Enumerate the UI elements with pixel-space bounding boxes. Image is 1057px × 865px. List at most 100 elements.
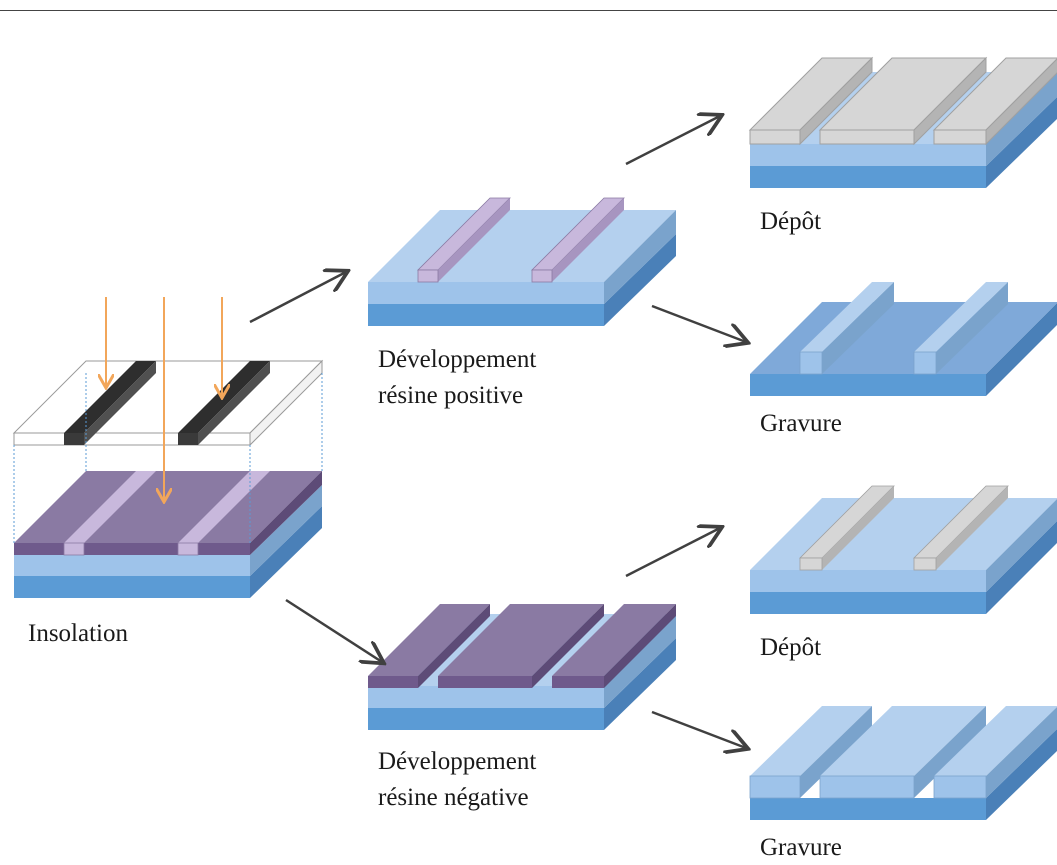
resist-block-2-front [438, 676, 532, 688]
exposed-line-1-front [63, 542, 85, 556]
block-1-top [750, 706, 872, 776]
film-front [368, 282, 604, 304]
uv-light-rays [106, 297, 222, 500]
ridge-1-front [799, 351, 823, 375]
arrow-insolation-to-positive [249, 272, 346, 324]
arrow-negative-to-gravure [651, 710, 746, 748]
film-front [14, 555, 250, 576]
depot-top-stack [748, 56, 1057, 188]
label-gravure-bottom: Gravure [760, 834, 842, 861]
ridge-2-side [936, 282, 1008, 374]
exposed-line-1-top [64, 471, 156, 543]
label-dev-positive-line2: résine positive [378, 382, 524, 409]
metal-block-1-front [749, 129, 801, 145]
depot-bottom-stack [750, 485, 1057, 614]
arrow-positive-to-depot [625, 116, 720, 166]
flow-arrows [249, 116, 746, 748]
label-insolation: Insolation [28, 620, 128, 647]
top-rule [0, 10, 1057, 11]
label-dev-negative-line2: résine négative [378, 784, 529, 811]
substrate-side [604, 638, 676, 730]
substrate-front [368, 304, 604, 326]
insolation-stack [14, 471, 322, 598]
block-2-front [819, 775, 915, 799]
metal-block-1-side [799, 56, 873, 146]
label-depot-bottom: Dépôt [760, 634, 822, 661]
arrow-insolation-to-negative [285, 598, 382, 662]
mask-bar-1-side [84, 361, 156, 445]
ridge-2-front [913, 351, 937, 375]
resist-block-1-side [418, 604, 490, 688]
resist-side [250, 471, 322, 555]
resist-block-1-front [368, 676, 418, 688]
metal-block-3-side [985, 58, 1057, 146]
film-front [750, 570, 986, 592]
film-side [986, 499, 1057, 592]
film-front [750, 144, 986, 166]
substrate-front [750, 374, 986, 396]
arrow-negative-to-depot [625, 528, 720, 578]
substrate-side [986, 303, 1057, 396]
resist-block-3-front [552, 676, 604, 688]
exposed-line-2-front [177, 542, 199, 556]
resist-block-3-top [552, 604, 676, 676]
substrate-side [986, 728, 1057, 820]
metal-block-3-front [933, 129, 987, 145]
label-dev-positive-line1: Développement [378, 346, 537, 373]
resist-line-1-side [438, 198, 510, 282]
gravure-top-stack [750, 282, 1057, 396]
ridge-1-top [800, 282, 894, 352]
film-side [986, 73, 1057, 166]
metal-line-2-front [913, 557, 937, 571]
mask-bar-2-front [178, 433, 198, 445]
resist-front [14, 543, 250, 555]
metal-line-2-side [936, 486, 1008, 570]
resist-block-2-side [532, 604, 604, 688]
metal-block-2-front [819, 129, 915, 145]
substrate-front [368, 708, 604, 730]
mask-top [12, 360, 324, 434]
metal-line-1-side [822, 486, 894, 570]
exposed-line-2-top [178, 471, 270, 543]
resist-line-2-front [531, 269, 553, 283]
ridge-1-side [822, 282, 894, 374]
label-gravure-top: Gravure [760, 410, 842, 437]
label-depot-top: Dépôt [760, 208, 822, 235]
substrate-side [604, 234, 676, 326]
gravure-bottom-stack [749, 706, 1057, 820]
block-1-side [800, 706, 872, 798]
metal-line-1-front [799, 557, 823, 571]
resist-line-2-side [552, 198, 624, 282]
photomask [12, 359, 324, 447]
substrate-front [750, 592, 986, 614]
film-side [250, 485, 322, 576]
substrate-side [986, 521, 1057, 614]
resist-block-2-top [438, 604, 604, 676]
arrow-positive-to-gravure [651, 304, 746, 342]
substrate-front [750, 798, 986, 820]
metal-block-2-side [913, 56, 987, 146]
negative-development-stack [368, 604, 676, 730]
resist-block-3-side [604, 604, 676, 688]
substrate-side [986, 96, 1057, 188]
substrate-front [750, 166, 986, 188]
film-side [604, 614, 676, 708]
label-dev-negative-line1: Développement [378, 748, 537, 775]
mask-bar-1-top [64, 361, 156, 433]
block-1-front [749, 775, 801, 799]
mask-front [13, 432, 251, 446]
resist-line-1-front [417, 269, 439, 283]
film-front [368, 686, 604, 708]
block-2-side [914, 706, 986, 798]
block-2-top [820, 706, 986, 776]
mask-bar-1-front [64, 433, 84, 445]
positive-development-stack [368, 197, 676, 326]
block-3-front [933, 775, 987, 799]
mask-bar-2-side [198, 361, 270, 445]
film-side [604, 210, 676, 304]
resist-block-1-top [368, 604, 490, 676]
ridge-2-top [914, 282, 1008, 352]
substrate-front [14, 576, 250, 598]
block-3-side [986, 706, 1057, 798]
